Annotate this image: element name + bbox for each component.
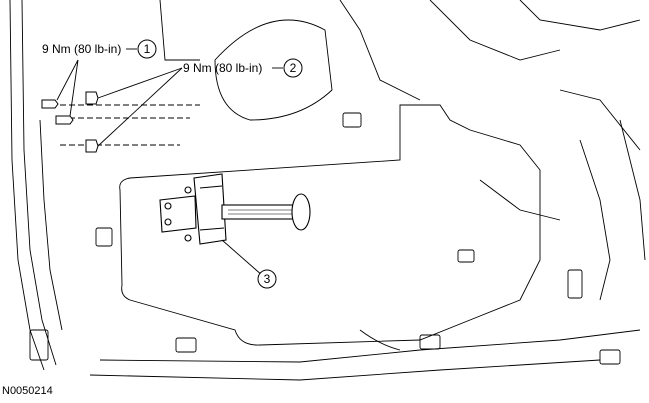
- callout-2-number: 2: [290, 61, 297, 75]
- callout-1: 9 Nm (80 lb-in) 1: [42, 39, 157, 59]
- callout-2-torque: 9 Nm (80 lb-in): [183, 61, 262, 75]
- nut-lower: [85, 139, 99, 153]
- callout-1-torque: 9 Nm (80 lb-in): [42, 42, 121, 56]
- nut-upper: [85, 91, 99, 105]
- callout-3: 3: [257, 269, 277, 289]
- callout-2: 9 Nm (80 lb-in) 2: [183, 58, 303, 78]
- door-panel-outline: [9, 0, 646, 381]
- leader-lines: [56, 59, 264, 277]
- callout-1-number: 1: [144, 42, 151, 56]
- fasteners: [41, 91, 99, 153]
- bolt-lower: [55, 115, 74, 125]
- callout-3-number: 3: [264, 272, 271, 286]
- door-check-assembly: [159, 173, 311, 245]
- figure-id: N0050214: [2, 385, 53, 397]
- bolt-upper: [41, 99, 59, 109]
